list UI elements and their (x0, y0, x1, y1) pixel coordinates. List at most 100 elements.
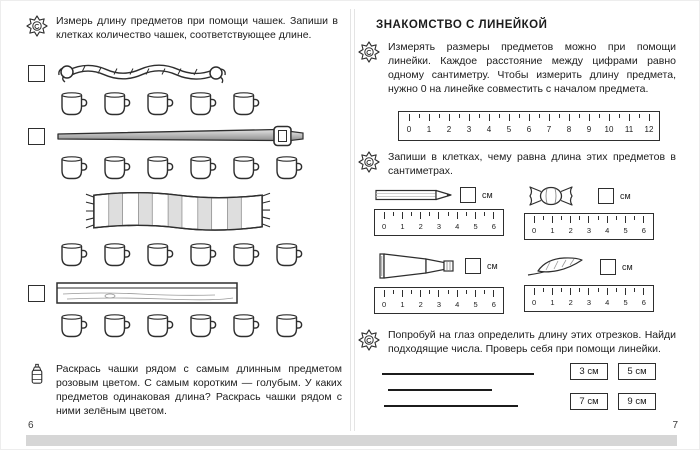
ruler-number: 4 (598, 286, 618, 311)
ruler-number: 2 (562, 286, 581, 311)
answer-option: 3 см (570, 363, 608, 380)
ruler-number: 3 (459, 112, 480, 140)
task-measure-text: Измерь длину предметов при помощи чашек.… (56, 15, 338, 41)
answer-option: 7 см (570, 393, 608, 410)
ruler-number: 6 (635, 286, 653, 311)
page-right: ЗНАКОМСТВО С ЛИНЕЙКОЙ Измерять размеры п… (358, 11, 680, 433)
cup-image (101, 242, 131, 269)
unit-label: см (482, 190, 493, 200)
ruler-number: 1 (419, 112, 440, 140)
answer-box-rope (28, 64, 45, 82)
cup-image (230, 91, 260, 118)
small-ruler-feather: 0 1 2 3 4 5 6 (524, 285, 654, 312)
row-belt (28, 124, 310, 148)
ruler-number: 5 (466, 210, 486, 235)
ruler-number: 0 (525, 286, 545, 311)
item-feather-row: см (524, 255, 660, 279)
page-title: ЗНАКОМСТВО С ЛИНЕЙКОЙ (376, 19, 548, 31)
glue-bottle-icon (26, 363, 48, 385)
row-plank (28, 278, 240, 308)
task-intro: Измерять размеры предметов можно при пом… (358, 41, 676, 97)
ruler-number: 11 (619, 112, 640, 140)
cup-image (58, 155, 88, 182)
page-left: Измерь длину предметов при помощи чашек.… (26, 11, 348, 433)
plank-image (55, 278, 240, 308)
ruler-number: 5 (466, 288, 486, 313)
pencil-image (374, 188, 454, 202)
rope-image (55, 59, 240, 87)
answer-box-plank (28, 284, 45, 302)
small-ruler-pencil: 0 1 2 3 4 5 6 (374, 209, 504, 236)
ruler-number: 3 (430, 210, 449, 235)
segment-line-2 (388, 389, 492, 391)
measure-cell-pencil: см 0 1 2 3 4 5 6 (374, 187, 510, 236)
cup-image (58, 313, 88, 340)
row-rope (28, 59, 240, 87)
ruler-number: 1 (543, 214, 563, 239)
cup-image (187, 91, 217, 118)
small-ruler-candy: 0 1 2 3 4 5 6 (524, 213, 654, 240)
sun-icon (358, 41, 380, 63)
task-segments: Попробуй на глаз определить длину этих о… (358, 329, 676, 357)
bottom-bar (26, 435, 677, 446)
ruler-number: 9 (579, 112, 600, 140)
answer-box-belt (28, 127, 45, 145)
ruler-number: 12 (639, 112, 659, 140)
cup-image (144, 91, 174, 118)
sun-icon (358, 151, 380, 173)
segment-line-3 (384, 405, 518, 407)
ruler-number: 6 (635, 214, 653, 239)
cup-image (230, 155, 260, 182)
measure-cell-feather: см 0 1 2 3 4 5 6 (524, 255, 660, 312)
ruler-number: 6 (485, 288, 503, 313)
feather-image (524, 255, 586, 279)
tube-image (374, 251, 459, 281)
sun-icon (358, 329, 380, 351)
unit-label: см (487, 261, 498, 271)
ruler-number: 2 (412, 210, 431, 235)
ruler-number: 0 (375, 210, 395, 235)
cup-image (144, 313, 174, 340)
cup-image (144, 242, 174, 269)
cup-image (101, 155, 131, 182)
answer-options: 3 см 5 см 7 см 9 см (570, 363, 656, 410)
cup-image (273, 242, 303, 269)
ruler-number: 5 (616, 286, 636, 311)
ruler-number: 1 (393, 210, 413, 235)
cup-image (230, 242, 260, 269)
ruler-number: 5 (616, 214, 636, 239)
ruler-number: 10 (599, 112, 620, 140)
cups-row-rope (58, 91, 260, 118)
cups-row-scarf (58, 242, 303, 269)
ruler-number: 0 (399, 112, 420, 140)
item-candy-row: см (524, 185, 660, 207)
ruler-number: 4 (448, 288, 468, 313)
ruler-number: 4 (479, 112, 500, 140)
answer-box-tube (465, 258, 481, 274)
unit-label: см (622, 262, 633, 272)
ruler-number: 0 (375, 288, 395, 313)
cup-image (101, 91, 131, 118)
ruler-number: 5 (499, 112, 520, 140)
answer-option: 9 см (618, 393, 656, 410)
ruler-number: 4 (448, 210, 468, 235)
row-scarf (84, 186, 272, 243)
cup-image (273, 313, 303, 340)
page-number-right: 7 (672, 420, 678, 431)
answer-box-candy (598, 188, 614, 204)
task-intro-text: Измерять размеры предметов можно при пом… (388, 41, 676, 95)
cup-image (58, 91, 88, 118)
ruler-number: 4 (598, 214, 618, 239)
candy-image (524, 185, 578, 207)
scarf-image (84, 186, 272, 238)
task-write: Запиши в клетках, чему равна длина этих … (358, 151, 676, 179)
answer-option: 5 см (618, 363, 656, 380)
task-color-text: Раскрась чашки рядом с самым длинным пре… (56, 363, 342, 417)
task-segments-text: Попробуй на глаз определить длину этих о… (388, 329, 676, 355)
cup-image (230, 313, 260, 340)
cups-row-belt (58, 155, 303, 182)
cup-image (58, 242, 88, 269)
cup-image (187, 155, 217, 182)
answer-box-pencil (460, 187, 476, 203)
